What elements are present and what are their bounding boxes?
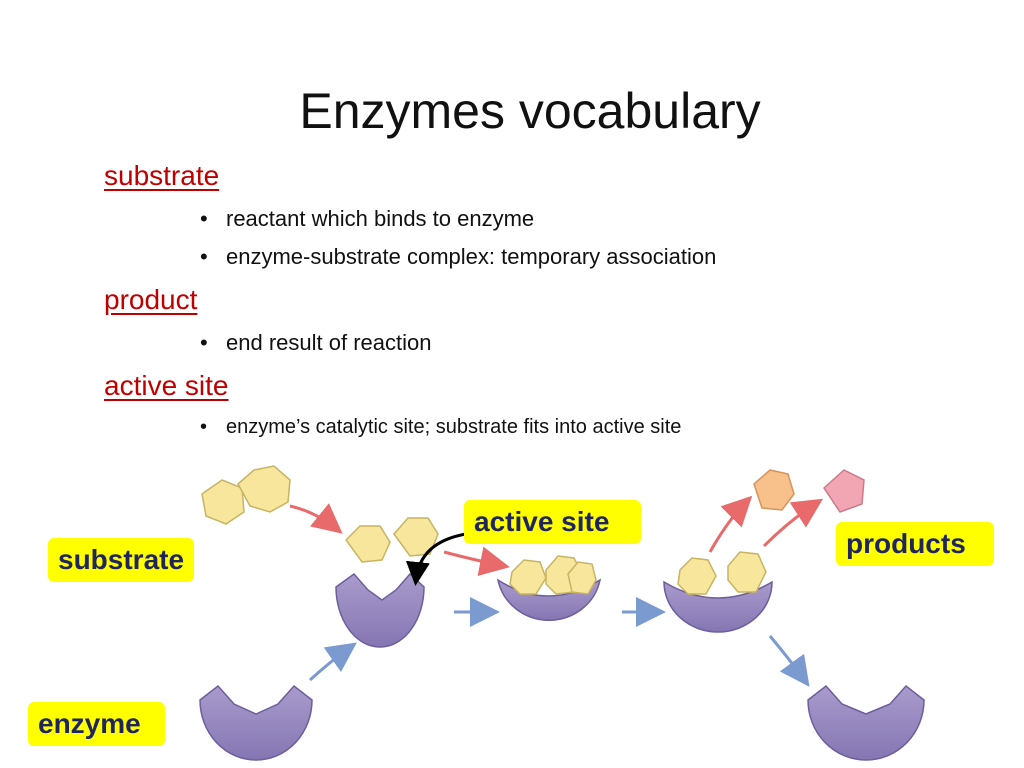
arrow-release-orange [708, 495, 753, 553]
substrate-molecule-free [201, 465, 291, 525]
bullet-text: reactant which binds to enzyme [226, 206, 535, 231]
product-molecule-pink [823, 469, 865, 513]
term-product: product [104, 284, 198, 315]
bullet-product-1: • end result of reaction [200, 330, 431, 356]
enzyme-substrate-complex [496, 555, 602, 621]
label-substrate: substrate [48, 538, 195, 582]
enzyme-shape-left [199, 684, 313, 761]
term-active-site: active site [104, 370, 229, 401]
active-site-pointer-arrow [405, 532, 467, 586]
bullet-text: enzyme-substrate complex: temporary asso… [226, 244, 717, 269]
enzyme-shape-right [807, 684, 925, 761]
bullet-substrate-2: • enzyme-substrate complex: temporary ass… [200, 244, 716, 270]
bullet-text: enzyme’s catalytic site; substrate fits … [226, 416, 682, 438]
arrow-enzyme-input [308, 642, 357, 682]
enzyme-shape-center [335, 572, 425, 648]
arrow-enzyme-recycled [768, 635, 810, 687]
substrate-molecule-entering [345, 517, 439, 563]
bullet-dot: • [200, 206, 208, 231]
label-enzyme: enzyme [28, 702, 165, 746]
label-products: products [836, 522, 994, 566]
label-active-site: active site [464, 500, 642, 544]
slide-title: Enzymes vocabulary [299, 83, 761, 139]
bullet-substrate-1: • reactant which binds to enzyme [200, 206, 534, 232]
enzyme-product-complex [663, 551, 773, 633]
term-substrate: substrate [104, 160, 220, 191]
bullet-dot: • [200, 244, 208, 269]
arrow-binding [443, 546, 510, 577]
bullet-dot: • [200, 330, 208, 355]
arrow-release-pink [762, 498, 824, 548]
bullet-dot: • [200, 416, 208, 438]
bullet-text: end result of reaction [226, 330, 432, 355]
bullet-active-site-1: • enzyme’s catalytic site; substrate fits… [200, 416, 681, 439]
product-molecule-orange [753, 469, 795, 511]
arrow-substrate-to-enzyme [289, 503, 343, 534]
